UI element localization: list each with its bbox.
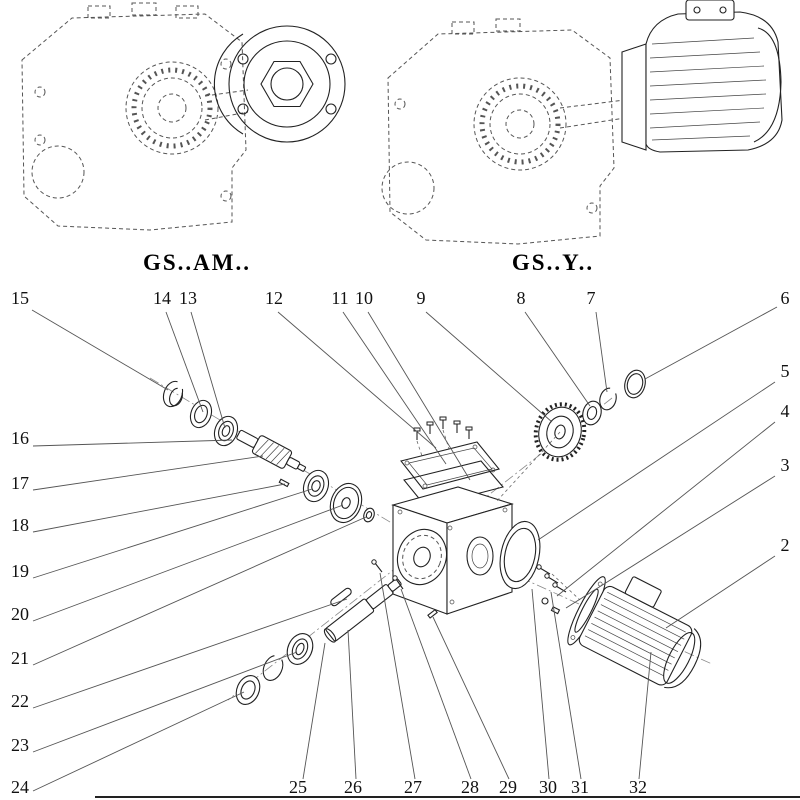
leader-line-5 [537,381,776,541]
motor-y-fins [649,37,767,141]
leader-line-16 [32,439,233,447]
leader-line-25 [302,642,326,780]
leader-line-20 [32,504,344,622]
leader-line-14 [165,311,204,413]
leader-line-13 [190,311,226,429]
callout-7: 7 [587,288,596,308]
leader-line-30 [531,588,550,780]
callout-4: 4 [781,401,790,421]
leader-line-23 [32,651,298,753]
callout-31: 31 [571,777,589,797]
callout-21: 21 [11,648,29,668]
leader-line-31 [550,591,582,780]
part-11-cover-plate [400,441,500,490]
leader-line-24 [32,691,245,792]
callout-16: 16 [11,428,29,448]
leader-line-28 [400,588,472,780]
exploded-view [149,369,713,705]
leader-line-22 [32,598,348,709]
callout-6: 6 [781,288,790,308]
leader-line-3 [565,475,776,609]
callout-25: 25 [289,777,307,797]
part-15-snap-ring [162,380,184,408]
part-7-snap-ring [599,387,617,411]
callout-15: 15 [11,288,29,308]
part-21-washer [363,507,375,523]
callout-2: 2 [781,535,790,555]
leader-line-29 [432,616,510,780]
part-6-ring [624,369,646,399]
callout-14: 14 [153,288,171,308]
callout-20: 20 [11,604,29,624]
part-17-worm-shaft [236,429,307,472]
callout-26: 26 [344,777,362,797]
gearbox-y-outline [381,18,626,245]
motor-y [621,0,783,153]
leader-line-10 [367,311,471,481]
part-25-26-output-shaft [323,578,402,643]
leader-line-18 [32,483,286,533]
callout-11: 11 [331,288,348,308]
part-20-disc [329,482,363,524]
leader-line-15 [31,309,169,391]
leader-line-32 [638,651,652,780]
part-14-seal [189,399,213,429]
variant-label-y: GS..Y.. [512,250,594,275]
variant-label-am: GS..AM.. [143,250,251,275]
leader-line-7 [595,311,608,393]
callout-24: 24 [11,777,29,797]
leader-line-17 [32,455,264,491]
part-18-pin [278,478,290,488]
callout-32: 32 [629,777,647,797]
callout-23: 23 [11,735,29,755]
part-30-31-bolts [536,564,581,601]
part-13-bearing [213,415,239,447]
part-27-screw [371,559,383,573]
callout-17: 17 [11,473,29,493]
flange-am [213,25,346,143]
part-housing [391,486,514,615]
leader-line-19 [32,488,313,579]
part-8-washer [582,400,602,426]
callout-19: 19 [11,561,29,581]
callout-13: 13 [179,288,197,308]
leader-line-27 [379,572,416,780]
leader-line-12 [277,311,437,449]
part-23-bearing [286,633,314,665]
gearbox-am-outline [21,2,249,231]
callout-22: 22 [11,691,29,711]
leader-line-2 [665,555,776,629]
part-2-motor [567,576,702,689]
callout-29: 29 [499,777,517,797]
gear-axis-dash [495,431,561,503]
callout-12: 12 [265,288,283,308]
leader-line-21 [32,516,367,666]
motor-fins [584,591,686,677]
leader-line-6 [644,306,778,380]
callout-18: 18 [11,515,29,535]
callout-3: 3 [781,455,790,475]
leader-line-9 [425,311,553,423]
callout-8: 8 [517,288,526,308]
callout-5: 5 [781,361,790,381]
callout-27: 27 [404,777,422,797]
part-24-seal [235,675,261,705]
leader-line-8 [524,311,591,407]
part-28-screw [392,575,404,590]
leader-line-4 [556,421,776,597]
callout-9: 9 [417,288,426,308]
callout-10: 10 [355,288,373,308]
gearbox-am-drawing: GS..AM.. [21,2,346,275]
gearbox-y-drawing: GS..Y.. [381,0,783,275]
callout-28: 28 [461,777,479,797]
leader-line-11 [342,311,447,465]
part-29-pin [427,608,438,619]
callout-30: 30 [539,777,557,797]
part-3-4-plugs [541,597,561,615]
leader-line-26 [347,629,357,780]
part-5-flange-ring [499,520,541,590]
part-19-bearing [302,469,330,503]
